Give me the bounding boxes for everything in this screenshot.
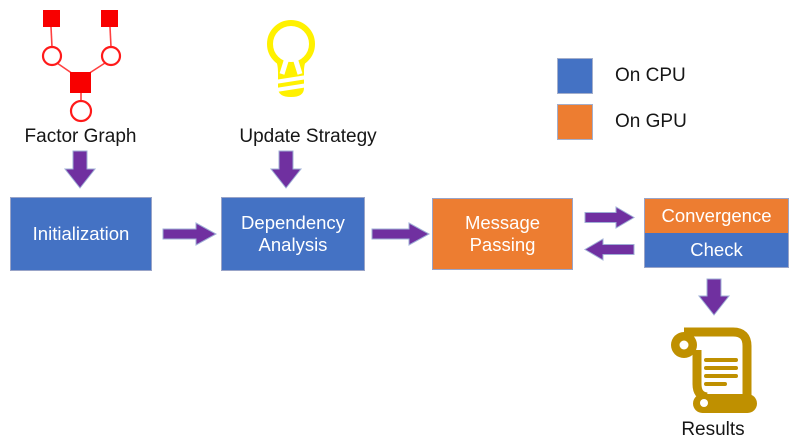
arrow-message-passing-to-convergence [584, 206, 635, 229]
convergence-check-box: Convergence Check [644, 198, 789, 268]
dependency-analysis-label: Dependency Analysis [241, 212, 345, 255]
legend-item-cpu: On CPU [557, 58, 686, 94]
check-label: Check [690, 239, 743, 260]
cpu-color-swatch [557, 58, 593, 94]
legend-item-gpu: On GPU [557, 104, 687, 140]
arrow-convergence-to-message-passing [584, 238, 635, 261]
arrow-update-strategy-to-dependency [269, 150, 303, 189]
convergence-half: Convergence [645, 199, 788, 233]
results-label: Results [681, 419, 745, 440]
check-half: Check [645, 233, 788, 267]
update-strategy-label: Update Strategy [239, 126, 377, 147]
initialization-label: Initialization [32, 223, 130, 244]
gpu-color-swatch [557, 104, 593, 140]
initialization-box: Initialization [10, 197, 152, 271]
factor-graph-label: Factor Graph [24, 126, 137, 147]
scroll-icon [671, 327, 757, 413]
arrow-initialization-to-dependency [162, 222, 218, 246]
arrow-convergence-to-results [697, 278, 731, 316]
legend-cpu-label: On CPU [615, 65, 686, 86]
message-passing-box: Message Passing [432, 198, 573, 270]
convergence-label: Convergence [661, 205, 772, 226]
dependency-analysis-box: Dependency Analysis [221, 197, 365, 271]
arrow-dependency-to-message-passing [371, 222, 431, 246]
factor-graph-icon [41, 10, 122, 123]
lightbulb-icon [267, 20, 315, 97]
arrow-factor-graph-to-initialization [63, 150, 97, 189]
message-passing-label: Message Passing [464, 212, 541, 255]
legend-gpu-label: On GPU [615, 111, 687, 132]
